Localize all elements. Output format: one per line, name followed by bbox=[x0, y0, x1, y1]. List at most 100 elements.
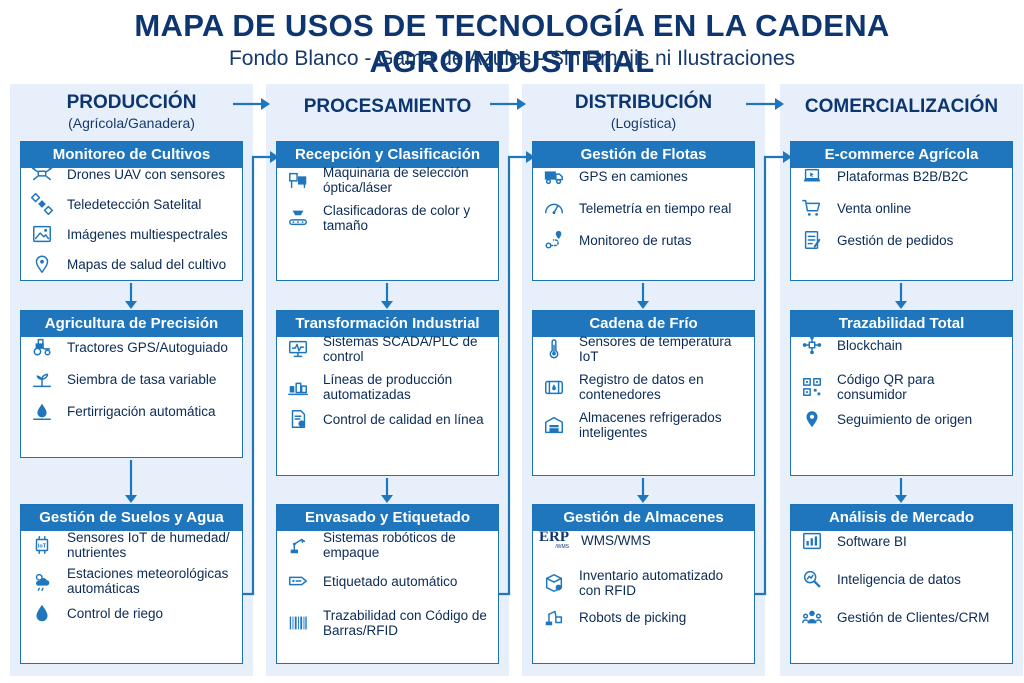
column-title: PROCESAMIENTO bbox=[303, 96, 472, 117]
item-label: Fertirrigación automática bbox=[67, 403, 216, 419]
drop-icon bbox=[31, 602, 53, 624]
page-title: MAPA DE USOS DE TECNOLOGÍA EN LA CADENA … bbox=[134, 8, 890, 79]
quality-check-icon bbox=[287, 408, 309, 430]
item-label: GPS en camiones bbox=[579, 168, 688, 184]
item-label: Tractores GPS/Autoguiado bbox=[67, 339, 228, 355]
item-label: Trazabilidad con Código de Barras/RFID bbox=[323, 608, 487, 638]
cart-icon bbox=[801, 197, 823, 219]
card-title: Cadena de Frío bbox=[533, 311, 754, 337]
item-label: Control de riego bbox=[67, 605, 164, 621]
item-label: Líneas de producción automatizadas bbox=[323, 372, 453, 402]
card-title: Envasado y Etiquetado bbox=[277, 505, 498, 531]
list-item: Blockchain bbox=[801, 334, 1006, 356]
list-item: Siembra de tasa variable bbox=[31, 368, 236, 390]
production-line-icon bbox=[287, 376, 309, 398]
page-subtitle: Fondo Blanco - Gama de Azules - Sin Emoj… bbox=[228, 47, 796, 70]
card-title: Gestión de Flotas bbox=[533, 142, 754, 168]
sorting-machine-icon bbox=[287, 169, 309, 191]
erp-icon: ERP/WMS bbox=[539, 530, 569, 550]
item-label: Código QR para consumidor bbox=[837, 372, 935, 402]
item-label: Sistemas SCADA/PLC de control bbox=[323, 334, 478, 364]
list-item: Sensores de temperatura IoT bbox=[543, 334, 748, 364]
tag-icon bbox=[287, 570, 309, 592]
list-item: Plataformas B2B/B2C bbox=[801, 165, 1006, 187]
list-item: Sistemas SCADA/PLC de control bbox=[287, 334, 492, 364]
card-title: Transformación Industrial bbox=[277, 311, 498, 337]
svg-text:IoT: IoT bbox=[38, 543, 47, 549]
item-label: Clasificadoras de color y tamaño bbox=[323, 203, 471, 233]
laptop-icon bbox=[801, 165, 823, 187]
column-subtitle: (Agrícola/Ganadera) bbox=[68, 115, 195, 131]
list-item: Registro de datos en contenedores bbox=[543, 372, 748, 402]
card-title: Agricultura de Precisión bbox=[21, 311, 242, 337]
satellite-icon bbox=[31, 193, 53, 215]
card-title: Gestión de Almacenes bbox=[533, 505, 754, 531]
box-check-icon bbox=[543, 572, 565, 594]
water-drop-icon bbox=[31, 400, 53, 422]
card-title: Recepción y Clasificación bbox=[277, 142, 498, 168]
list-item: Control de calidad en línea bbox=[287, 408, 492, 430]
arrow-down bbox=[635, 476, 651, 504]
list-item: Maquinaria de selección óptica/láser bbox=[287, 165, 492, 195]
column-subtitle: (Logística) bbox=[610, 115, 677, 131]
item-label: Gestión de pedidos bbox=[837, 232, 954, 248]
crm-icon bbox=[801, 606, 823, 628]
list-item: Gestión de Clientes/CRM bbox=[801, 606, 1006, 628]
picking-robot-icon bbox=[543, 606, 565, 628]
column-produccion: PRODUCCIÓN(Agrícola/Ganadera)Monitoreo d… bbox=[10, 84, 253, 676]
bar-chart-icon bbox=[801, 530, 823, 552]
item-label: Etiquetado automático bbox=[323, 573, 458, 589]
blockchain-icon bbox=[801, 334, 823, 356]
column-distribucion: DISTRIBUCIÓN(Logística) Gestión de Flotas… bbox=[522, 84, 765, 676]
item-label: Mapas de salud del cultivo bbox=[67, 256, 227, 272]
seeding-icon bbox=[31, 368, 53, 390]
arrow-down bbox=[123, 458, 139, 504]
list-item: Inventario automatizado con RFID bbox=[543, 568, 748, 598]
analytics-icon bbox=[801, 568, 823, 590]
robot-arm-icon bbox=[287, 534, 309, 556]
item-label: Inventario automatizado con RFID bbox=[579, 568, 724, 598]
list-item: Estaciones meteorológicas automáticas bbox=[31, 566, 236, 596]
list-item: Sistemas robóticos de empaque bbox=[287, 530, 492, 560]
item-label: Plataformas B2B/B2C bbox=[837, 168, 969, 184]
map-pin-icon bbox=[31, 253, 53, 275]
item-label: Maquinaria de selección óptica/láser bbox=[323, 165, 469, 195]
item-label: Registro de datos en contenedores bbox=[579, 372, 704, 402]
list-item: Mapas de salud del cultivo bbox=[31, 253, 236, 275]
wms-badge: /WMS bbox=[555, 544, 569, 550]
container-icon bbox=[543, 376, 565, 398]
list-item: Control de riego bbox=[31, 602, 236, 624]
list-item: Código QR para consumidor bbox=[801, 372, 1006, 402]
list-item: Trazabilidad con Código de Barras/RFID bbox=[287, 608, 492, 638]
barcode-icon bbox=[287, 612, 309, 634]
item-label: Sensores de temperatura IoT bbox=[579, 334, 732, 364]
image-icon bbox=[31, 223, 53, 245]
column-header: DISTRIBUCIÓN(Logística) bbox=[522, 92, 765, 131]
list-item: Monitoreo de rutas bbox=[543, 229, 748, 251]
list-item: Software BI bbox=[801, 530, 1006, 552]
list-item: Tractores GPS/Autoguiado bbox=[31, 336, 236, 358]
card-title: Análisis de Mercado bbox=[791, 505, 1012, 531]
thermometer-icon bbox=[543, 338, 565, 360]
card-title: E-commerce Agrícola bbox=[791, 142, 1012, 168]
item-label: Sistemas robóticos de empaque bbox=[323, 530, 456, 560]
item-label: Teledetección Satelital bbox=[67, 196, 202, 212]
card-title: Trazabilidad Total bbox=[791, 311, 1012, 337]
list-item: Inteligencia de datos bbox=[801, 568, 1006, 590]
list-item: Telemetría en tiempo real bbox=[543, 197, 748, 219]
item-label: Siembra de tasa variable bbox=[67, 371, 217, 387]
item-label: WMS/WMS bbox=[581, 532, 651, 548]
column-title: COMERCIALIZACIÓN bbox=[804, 96, 999, 117]
erp-badge: ERP bbox=[539, 529, 569, 545]
weather-icon bbox=[31, 570, 53, 592]
item-label: Inteligencia de datos bbox=[837, 571, 961, 587]
arrow-down bbox=[893, 281, 909, 310]
